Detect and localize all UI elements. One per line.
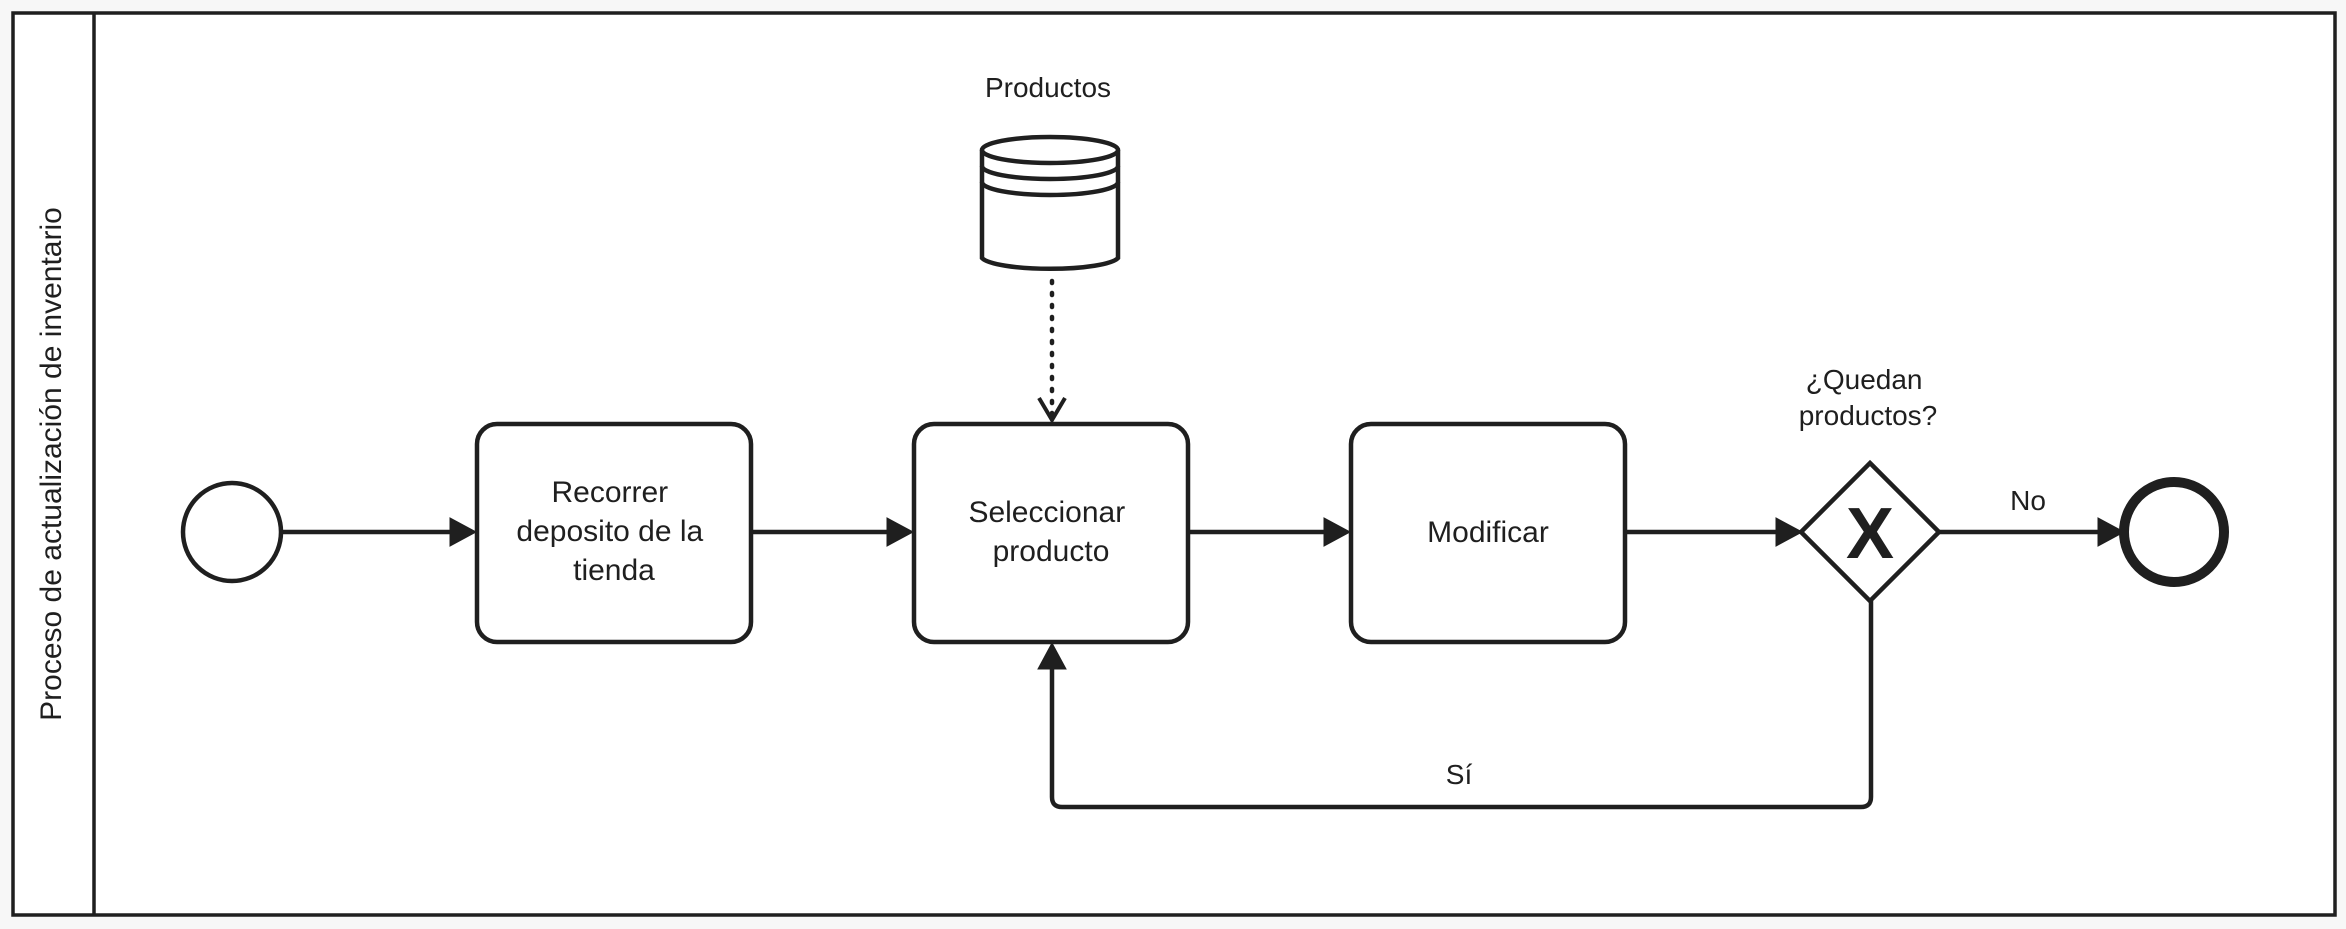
gateway-x-icon: X	[1846, 494, 1894, 574]
task-recorrer-label: Recorrer deposito de la tienda	[516, 476, 711, 587]
end-event	[2119, 477, 2229, 587]
task-modificar-label: Modificar	[1427, 516, 1549, 549]
flow-gateway-loop-back-arrowhead	[1037, 641, 1067, 670]
gateway-label: ¿Quedan productos?	[1799, 364, 1938, 431]
flow-no-label: No	[2010, 485, 2046, 516]
flow-seleccionar-to-modificar-arrowhead	[1323, 517, 1352, 547]
start-event	[180, 480, 284, 584]
task-recorrer[interactable]: Recorrer deposito de la tienda	[474, 421, 754, 645]
database-icon	[979, 134, 1121, 272]
pool-label: Proceso de actualización de inventario	[35, 207, 68, 721]
data-association-arrowhead	[1037, 396, 1067, 424]
data-store-label: Productos	[985, 72, 1111, 103]
task-modificar[interactable]: Modificar	[1348, 421, 1628, 645]
flow-gateway-loop-back	[1049, 601, 1874, 810]
task-seleccionar-label: Seleccionar producto	[968, 496, 1133, 568]
flow-recorrer-to-seleccionar-arrowhead	[886, 517, 915, 547]
exclusive-gateway[interactable]: X	[1797, 459, 1943, 605]
flow-modificar-to-gateway-arrowhead	[1775, 517, 1804, 547]
task-seleccionar[interactable]: Seleccionar producto	[911, 421, 1191, 645]
flow-yes-label: Sí	[1446, 759, 1473, 790]
flow-gateway-to-end-arrowhead	[2097, 517, 2126, 547]
flow-start-to-recorrer-arrowhead	[449, 517, 478, 547]
